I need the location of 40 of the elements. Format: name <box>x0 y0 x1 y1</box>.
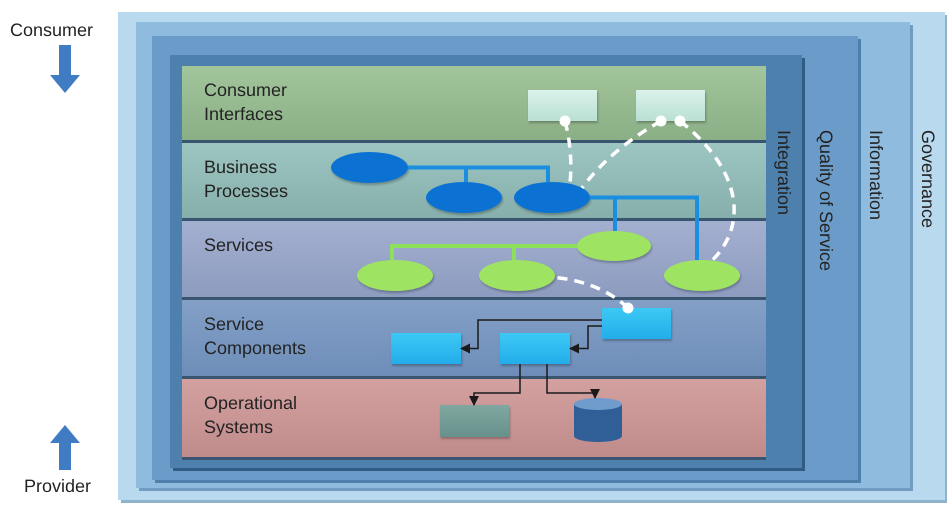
panel-label: Integration <box>774 130 794 216</box>
process-ellipse <box>514 182 590 213</box>
process-ellipse <box>331 152 408 183</box>
connector-line <box>674 116 736 262</box>
database-cylinder <box>574 398 622 442</box>
arrow <box>569 325 602 354</box>
layer-band <box>182 143 766 218</box>
connector-line <box>554 276 634 314</box>
process-ellipse <box>357 260 433 291</box>
layer-label: Consumer Interfaces <box>204 79 288 126</box>
component-box <box>500 333 570 364</box>
component-box <box>528 90 597 121</box>
role-label: Provider <box>24 476 92 497</box>
process-ellipse <box>577 231 651 261</box>
panel-label: Quality of Service <box>816 130 836 272</box>
component-box <box>440 405 509 437</box>
component-box <box>602 308 671 339</box>
component-box <box>636 90 705 121</box>
connector-line <box>580 116 666 190</box>
component-box <box>391 333 461 364</box>
layer-label: Business Processes <box>204 156 290 203</box>
frame-panel <box>170 55 802 468</box>
connector-line <box>560 116 573 184</box>
arrow <box>460 319 602 354</box>
layer-band <box>182 66 766 140</box>
layer-band <box>182 379 766 457</box>
layer-label: Service Components <box>204 313 308 360</box>
arrow <box>546 364 600 399</box>
layer-band <box>182 300 766 376</box>
layer-label: Operational Systems <box>204 392 298 439</box>
role-label: Consumer <box>10 20 94 41</box>
connector-line <box>512 244 577 260</box>
panel-label: Information <box>866 130 886 220</box>
layer-band <box>182 221 766 297</box>
layer-label: Services <box>204 234 274 257</box>
process-ellipse <box>426 182 502 213</box>
process-ellipse <box>479 260 555 291</box>
panel-label: Governance <box>918 130 938 228</box>
process-ellipse <box>664 260 740 291</box>
arrow <box>469 364 521 406</box>
